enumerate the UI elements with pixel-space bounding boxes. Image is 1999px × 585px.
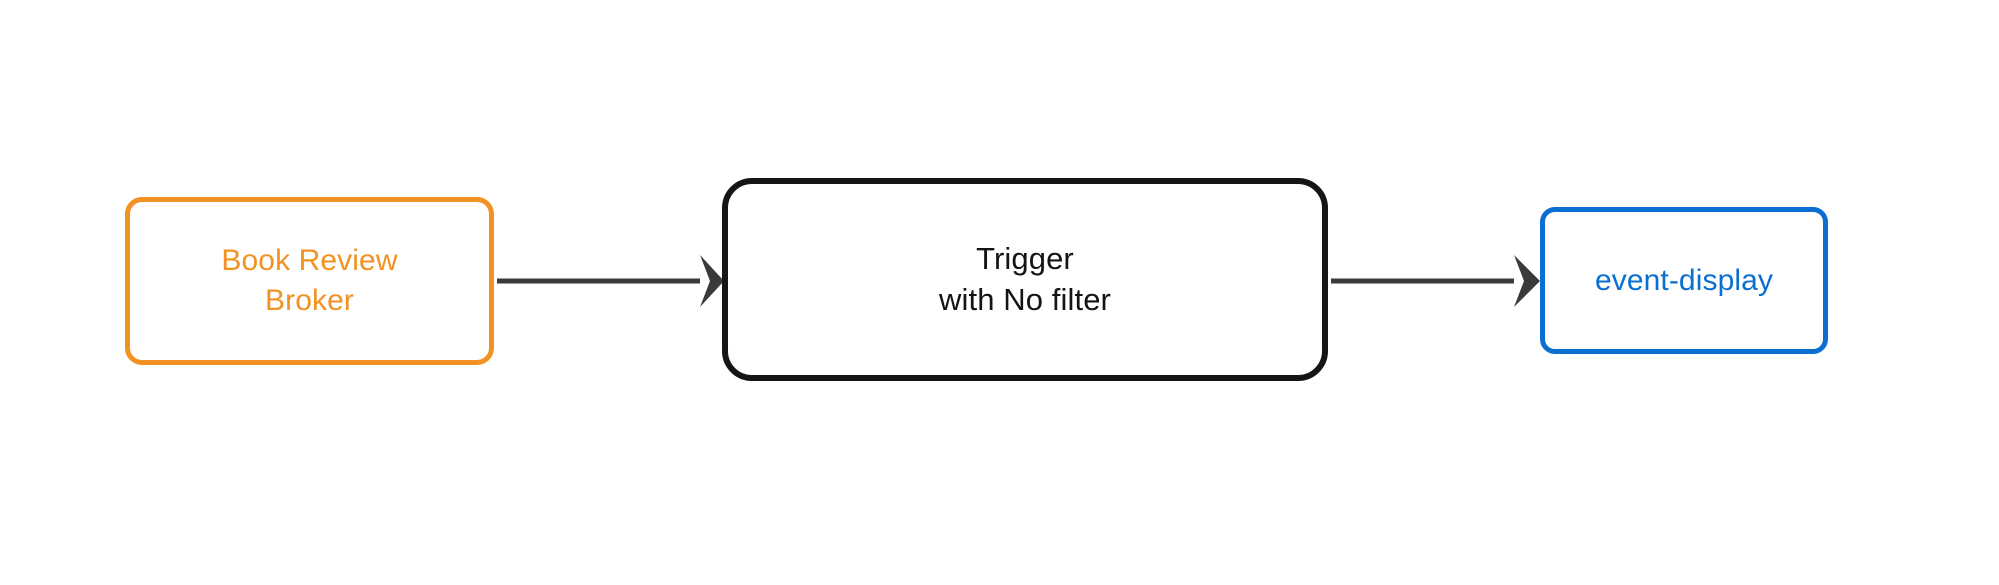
node-book-review-broker[interactable]: Book Review Broker bbox=[125, 197, 494, 365]
node-trigger-with-no-filter[interactable]: Trigger with No filter bbox=[722, 178, 1328, 381]
edge-broker-to-trigger-arrowhead bbox=[700, 255, 724, 307]
node-event-display[interactable]: event-display bbox=[1540, 207, 1828, 354]
edge-broker-to-trigger bbox=[497, 255, 724, 307]
edge-trigger-to-event-display bbox=[1331, 255, 1540, 307]
edge-trigger-to-event-display-arrowhead bbox=[1514, 255, 1540, 307]
